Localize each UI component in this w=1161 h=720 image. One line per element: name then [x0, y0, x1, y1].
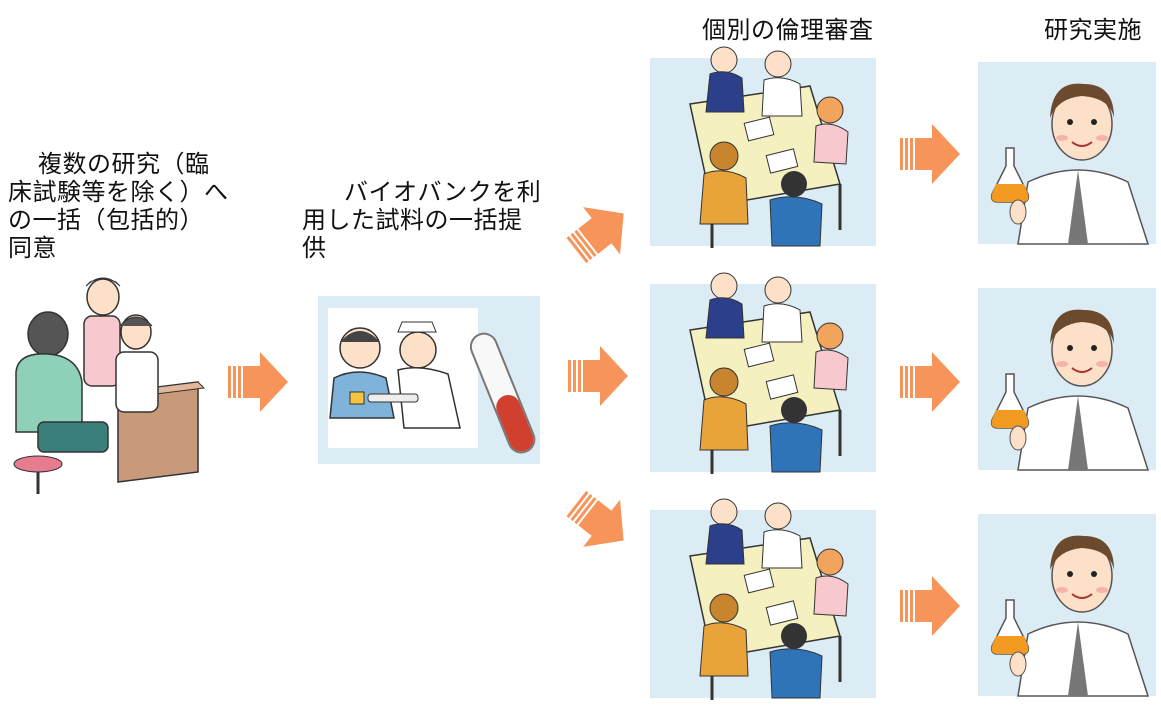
review-meeting-drawing — [689, 498, 849, 700]
researcher-panel — [978, 514, 1156, 697]
review-meeting-drawing — [689, 46, 849, 248]
biobank-line-3: 供 — [302, 234, 327, 262]
flow-arrow — [900, 352, 960, 412]
researcher-drawing — [990, 309, 1150, 471]
flow-arrow — [228, 352, 288, 412]
consent-line-3: の一括（包括的） — [8, 206, 204, 234]
ethics-review-panel — [650, 498, 876, 700]
consent-illustration — [13, 277, 206, 494]
consent-line-2: 床試験等を除く）へ — [8, 178, 229, 206]
researcher-panel — [978, 62, 1156, 245]
flow-arrow — [566, 207, 624, 264]
researcher-drawing — [990, 535, 1150, 697]
nurse-patient-drawing — [328, 308, 478, 448]
flow-arrow — [900, 124, 960, 184]
researcher-panel — [978, 288, 1156, 471]
consent-line-1: 複数の研究（臨 — [38, 150, 210, 178]
flow-arrow — [900, 576, 960, 636]
test-tube-drawing — [469, 332, 536, 454]
ethics-review-header: 個別の倫理審査 — [702, 16, 874, 44]
flow-arrow — [568, 346, 628, 406]
biobank-line-1: バイオバンクを利 — [344, 178, 542, 206]
ethics-review-panel — [650, 46, 876, 248]
consent-line-4: 同意 — [8, 234, 57, 262]
ethics-review-panel — [650, 272, 876, 474]
biobank-line-2: 用した試料の一括提 — [302, 206, 523, 234]
consent-caption: 複数の研究（臨 床試験等を除く）へ の一括（包括的） 同意 — [8, 150, 258, 262]
research-implementation-header: 研究実施 — [1044, 16, 1142, 44]
flow-arrow — [566, 490, 624, 547]
blood-sample-illustration — [318, 296, 540, 464]
biobank-caption: バイオバンクを利 用した試料の一括提 供 — [302, 178, 562, 262]
researcher-drawing — [990, 83, 1150, 245]
review-meeting-drawing — [689, 272, 849, 474]
